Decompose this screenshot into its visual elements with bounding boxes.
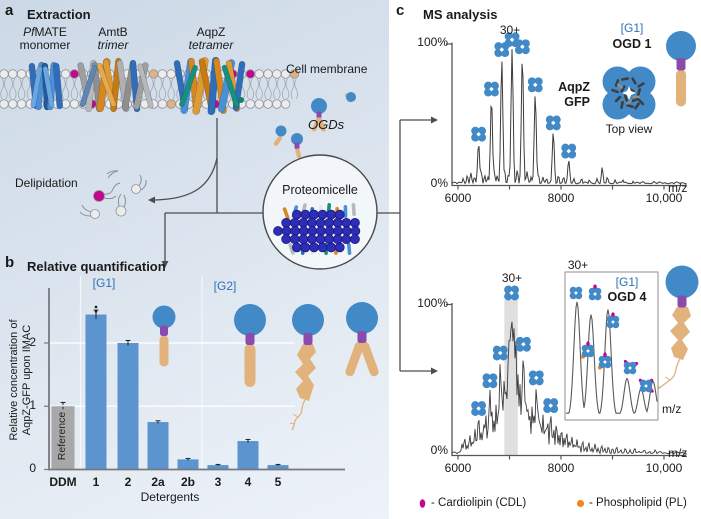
- bar-chart: [44, 276, 345, 471]
- ogd1-cartoon: [666, 31, 696, 107]
- x-cat-2a: 2a: [151, 475, 165, 489]
- detergent-cartoon-g1: [152, 305, 176, 367]
- bar-5: [267, 465, 289, 470]
- y-tick-2: 2: [29, 335, 36, 349]
- detergent-cartoon-g2-straight: [234, 304, 266, 387]
- pfmate-structure: [28, 61, 63, 111]
- panel-a-label: a: [5, 2, 14, 19]
- bar-DDM: [51, 406, 75, 470]
- highlight-band: [504, 300, 518, 456]
- bar-2a: [147, 422, 169, 470]
- panel-c-title: MS analysis: [423, 7, 498, 22]
- bottom-group-label: [G1]: [615, 275, 639, 289]
- x-cat-1: 1: [92, 475, 100, 489]
- legend-phospholipid-label: - Phospholipid (PL): [589, 497, 687, 509]
- ogds-label: OGDs: [308, 117, 345, 132]
- proteomicelle-graphic: [262, 154, 378, 270]
- top-spectrum-ymin: 0%: [430, 176, 448, 190]
- bar-2: [117, 343, 139, 470]
- bottom-tick-8000: 8000: [547, 461, 575, 475]
- legend-cardiolipin-label: - Cardiolipin (CDL): [431, 497, 527, 509]
- aqpz-structure: [173, 56, 246, 116]
- x-cat-2b: 2b: [180, 475, 195, 489]
- bottom-spectrum-mz-label: m/z: [668, 446, 688, 460]
- bottom-tick-10000: 10,000: [645, 461, 683, 475]
- ogd1-label: OGD 1: [612, 37, 652, 51]
- aqpz-form: tetramer: [188, 38, 234, 53]
- top-spectrum-ymax: 100%: [417, 35, 448, 49]
- aqpz-name: AqpZ: [196, 25, 226, 39]
- bar-4: [237, 441, 259, 470]
- top-view-label: Top view: [605, 122, 653, 136]
- phospholipid-icon: [576, 499, 585, 508]
- pfmate-prefix: Pf: [23, 25, 35, 39]
- top-spectrum-mz-label: m/z: [668, 181, 688, 195]
- ogd-molecules: [273, 92, 356, 159]
- gfp-label-line: GFP: [564, 95, 590, 109]
- top-mass-spectrum: [446, 32, 687, 190]
- y-tick-1: 1: [29, 398, 36, 412]
- legend-icons: [419, 499, 585, 508]
- bottom-spectrum-ymin: 0%: [430, 443, 448, 457]
- reference-bar-label: Reference: [56, 411, 68, 461]
- panel-b-label: b: [5, 254, 15, 271]
- proteomicelle-label: Proteomicelle: [282, 183, 358, 197]
- ogd4-label: OGD 4: [607, 290, 647, 304]
- amtb-form: trimer: [97, 38, 129, 53]
- x-cat-4: 4: [244, 475, 252, 489]
- group2-annotation: [G2]: [213, 279, 237, 293]
- amtb-structure: [77, 57, 154, 113]
- top-group-label: [G1]: [620, 21, 644, 35]
- aqpz-label-line: AqpZ: [558, 80, 590, 94]
- top-tick-6000: 6000: [444, 191, 472, 205]
- bottom-mass-spectrum: [446, 285, 687, 460]
- pfmate-form: monomer: [19, 38, 71, 53]
- x-cat-ddm: DDM: [49, 475, 77, 489]
- bottom-spectrum-charge-label: 30+: [501, 271, 523, 285]
- pfmate-name: MATE: [34, 25, 67, 39]
- bar-1: [85, 314, 107, 470]
- panel-a-title: Extraction: [27, 7, 91, 22]
- bar-2b: [177, 459, 199, 470]
- aqpz-gfp-top-view: [602, 66, 656, 120]
- top-tick-8000: 8000: [547, 191, 575, 205]
- bottom-spectrum-inset: [564, 271, 659, 421]
- bar-3: [207, 465, 229, 470]
- amtb-name: AmtB: [98, 25, 128, 39]
- x-cat-2: 2: [124, 475, 132, 489]
- bottom-spectrum-ymax: 100%: [417, 296, 448, 310]
- x-cat-3: 3: [214, 475, 222, 489]
- x-cat-5: 5: [274, 475, 282, 489]
- panel-b-title: Relative quantification: [27, 259, 166, 274]
- bar-chart-x-axis-label: Detergents: [140, 490, 200, 504]
- delipidation-lipids: [79, 170, 147, 219]
- detergent-cartoon-g2-branched: [289, 304, 324, 431]
- group1-annotation: [G1]: [92, 276, 116, 290]
- delipidation-label: Delipidation: [15, 176, 78, 190]
- cardiolipin-icon: [419, 499, 426, 508]
- inset-mz-label: m/z: [662, 402, 682, 416]
- top-tick-10000: 10,000: [645, 191, 683, 205]
- detergent-cartoon-g2-double: [345, 302, 379, 377]
- top-spectrum-charge-label: 30+: [499, 23, 521, 37]
- inset-charge-label: 30+: [567, 258, 589, 272]
- cell-membrane-label: Cell membrane: [286, 62, 368, 76]
- ogd4-cartoon: [644, 265, 699, 393]
- bottom-tick-6000: 6000: [444, 461, 472, 475]
- flow-connectors: [148, 116, 438, 375]
- y-tick-0: 0: [29, 461, 36, 475]
- panel-c-label: c: [396, 2, 405, 19]
